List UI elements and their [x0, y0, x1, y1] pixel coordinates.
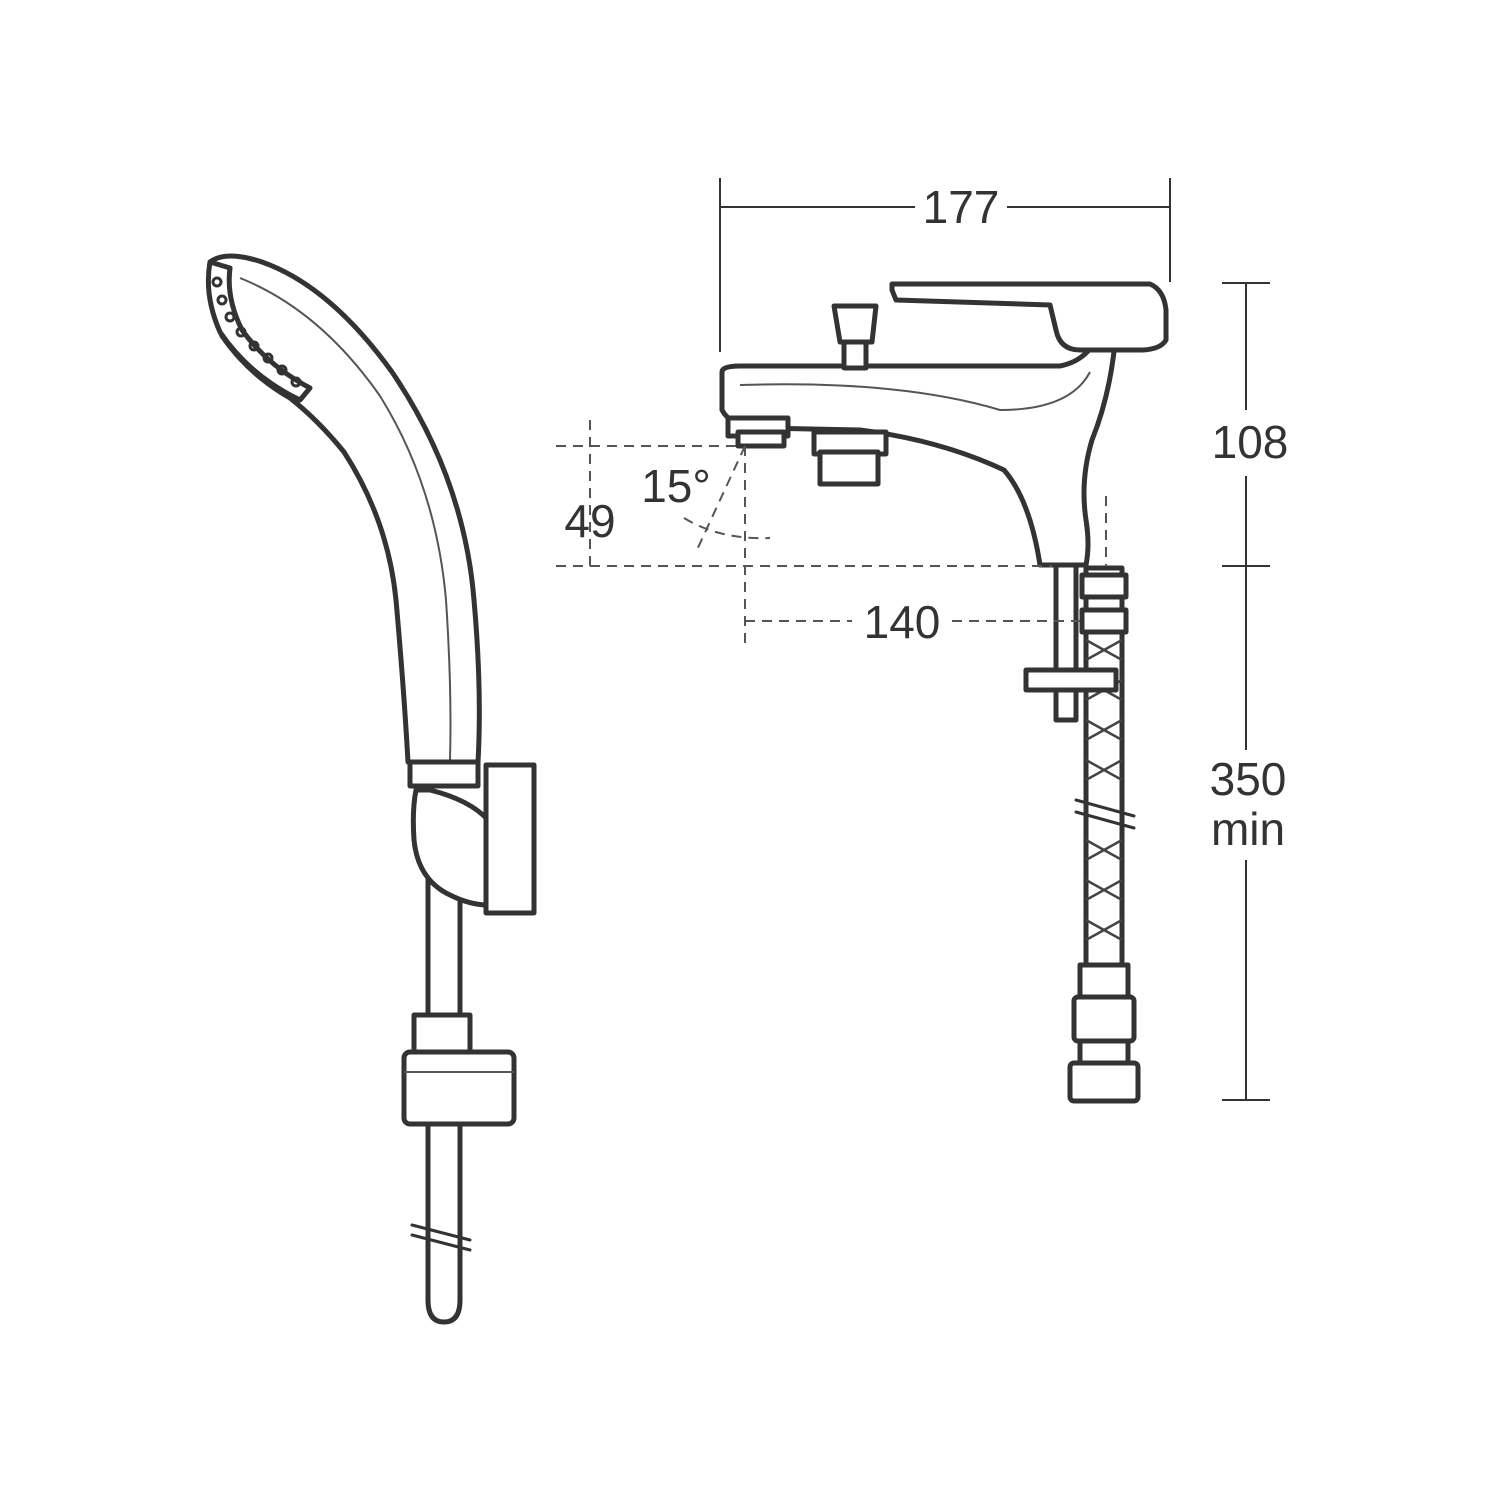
hose-length-qualifier: min [1211, 803, 1285, 855]
compression-olive [1077, 1038, 1131, 1066]
angle-label: 15° [641, 460, 711, 512]
bath-mixer-assembly [719, 281, 1169, 1104]
spout-reach-label: 140 [864, 596, 941, 648]
hose-top-ferrule-2 [1079, 607, 1129, 635]
diverter-knob [831, 303, 879, 345]
hose-bottom-ferrule [1077, 962, 1131, 1000]
flexible-hose [1067, 565, 1141, 1104]
backnut-plate [1023, 667, 1119, 693]
rail-bracket [401, 1049, 517, 1127]
rail-bracket-collar [411, 1012, 473, 1058]
dimension-lines [556, 178, 1270, 1101]
rail-break-mark-2 [410, 1233, 472, 1252]
spout-aerator-ring [735, 429, 787, 449]
spray-nozzles [211, 276, 302, 388]
hose-top-ferrule [1079, 572, 1129, 600]
rail-break-mark-1 [410, 1223, 472, 1242]
compression-nut [1071, 994, 1137, 1044]
hose-break-mark-1 [1074, 798, 1136, 818]
hand-shower-handle-contour [239, 277, 452, 761]
shower-holder [410, 787, 491, 908]
shower-outlet-nut [817, 449, 881, 487]
hand-shower-handle [206, 253, 482, 765]
angle-arc [683, 517, 771, 540]
spout-angle-line [695, 445, 746, 553]
width-dimension-label: 177 [923, 181, 1000, 233]
hand-shower-assembly [205, 253, 537, 1325]
diverter-stem [841, 339, 869, 371]
compression-body [1067, 1060, 1141, 1104]
shower-holder-body [483, 762, 537, 916]
mixer-body-contour [739, 371, 1091, 412]
height-dimension-label: 108 [1212, 416, 1289, 468]
hose-length-value: 350 [1210, 753, 1287, 805]
handle-connector [407, 759, 481, 789]
hose-break-mark-2 [1074, 810, 1136, 830]
spray-face [205, 259, 313, 403]
lever-handle [889, 281, 1169, 353]
hose-body [1083, 565, 1125, 971]
spout-drop-label: 49 [564, 495, 615, 547]
fixing-stud [1053, 562, 1079, 723]
